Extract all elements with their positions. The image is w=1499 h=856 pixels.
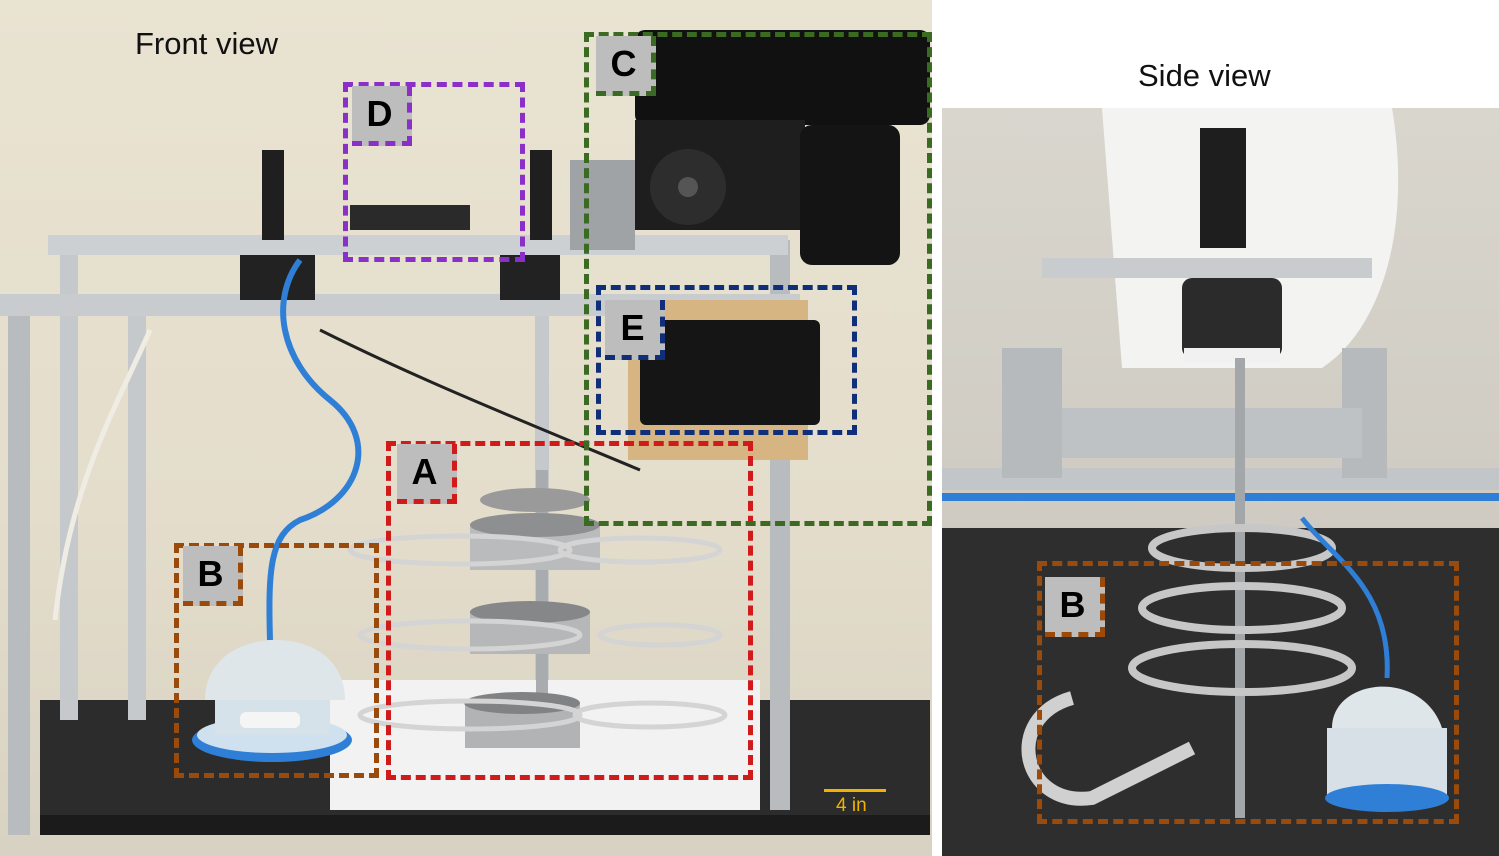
side-view-illustration — [942, 108, 1499, 856]
stepper-motor — [240, 255, 315, 300]
side-region-b-label: B — [1045, 577, 1105, 637]
stepper-motor — [1200, 128, 1246, 248]
region-e-label: E — [605, 300, 665, 360]
touch-screen — [640, 320, 820, 425]
region-c-outline — [584, 32, 932, 526]
white-panel — [1102, 108, 1399, 368]
vacuum-tube — [1300, 516, 1390, 679]
centrifuge-motor — [635, 30, 930, 125]
scale-bar — [824, 789, 886, 792]
front-view-photo: Front view A B C D E 4 in — [0, 0, 932, 856]
side-view-title: Side view — [1138, 58, 1271, 93]
vacuum-tube — [266, 258, 362, 641]
region-d-outline — [343, 82, 525, 262]
driver-board — [350, 205, 470, 230]
region-b-label: B — [183, 546, 243, 606]
region-d-label: D — [352, 86, 412, 146]
sample-rack — [347, 470, 728, 748]
frame-post — [8, 300, 30, 835]
region-b-outline — [174, 543, 379, 778]
scale-bar-label: 4 in — [836, 795, 867, 816]
side-view-photo — [942, 108, 1499, 856]
front-view-title: Front view — [135, 26, 278, 61]
region-a-outline — [386, 441, 753, 780]
region-e-outline — [596, 285, 857, 435]
region-c-label: C — [596, 36, 656, 96]
side-region-b-outline — [1037, 561, 1459, 824]
vacuum-dome — [192, 640, 352, 762]
vacuum-dome — [1325, 686, 1449, 812]
region-a-label: A — [397, 444, 457, 504]
